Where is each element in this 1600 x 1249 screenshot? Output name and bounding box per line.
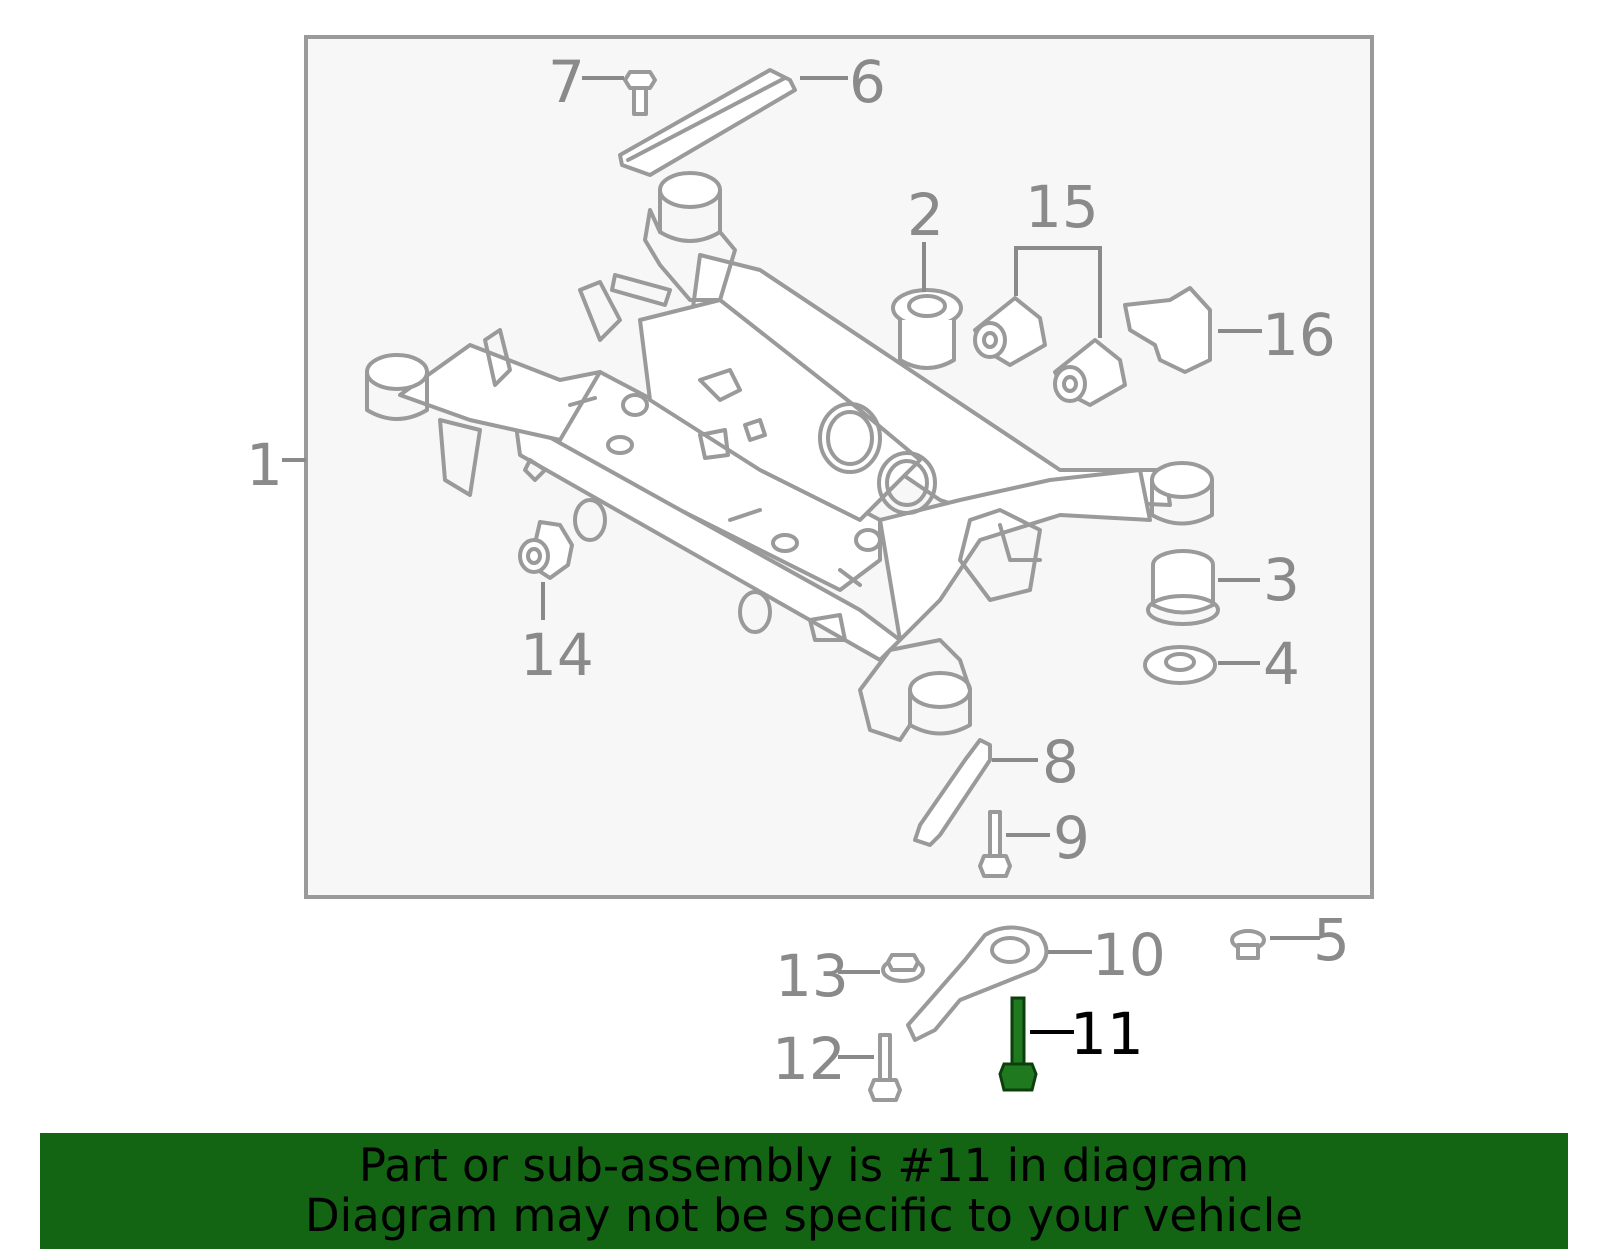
callout-2: 2 [907, 181, 944, 249]
part-7-bolt [623, 70, 657, 116]
part-3-mount [1146, 549, 1220, 626]
callout-13: 13 [775, 942, 849, 1010]
part-10-bracket [906, 925, 1049, 1042]
part-5-nut [1230, 929, 1266, 960]
callout-3: 3 [1263, 546, 1300, 614]
part-12-bolt [868, 1033, 902, 1102]
part-15-bushings [973, 296, 1127, 407]
callout-10: 10 [1092, 921, 1166, 989]
callout-9: 9 [1053, 804, 1090, 872]
part-4-washer [1143, 645, 1217, 685]
callout-12: 12 [772, 1025, 846, 1093]
callout-5: 5 [1313, 906, 1350, 974]
callout-8: 8 [1042, 728, 1079, 796]
callout-14: 14 [520, 621, 594, 689]
leader-lines [282, 76, 1320, 1059]
callouts: 1 2 3 4 5 6 7 8 9 10 11 12 13 14 15 16 [246, 48, 1350, 1093]
callout-16: 16 [1262, 301, 1336, 369]
subframe-drawing [365, 171, 1214, 742]
part-14-bushing [518, 520, 574, 580]
banner-line-1: Part or sub-assembly is #11 in diagram [358, 1139, 1250, 1192]
banner-line-2: Diagram may not be specific to your vehi… [305, 1189, 1303, 1242]
part-2-bushing [891, 288, 963, 370]
part-16-bracket [1123, 286, 1212, 374]
part-9-bolt [978, 810, 1012, 878]
callout-15: 15 [1025, 173, 1099, 241]
info-banner: Part or sub-assembly is #11 in diagram D… [40, 1133, 1568, 1249]
callout-11: 11 [1070, 1000, 1144, 1068]
callout-7: 7 [548, 48, 585, 116]
part-8-bracket [913, 738, 992, 847]
callout-4: 4 [1263, 630, 1300, 698]
callout-1: 1 [246, 431, 283, 499]
part-13-nut [881, 953, 925, 983]
callout-6: 6 [849, 48, 886, 116]
part-11-bolt-highlighted [998, 996, 1038, 1092]
